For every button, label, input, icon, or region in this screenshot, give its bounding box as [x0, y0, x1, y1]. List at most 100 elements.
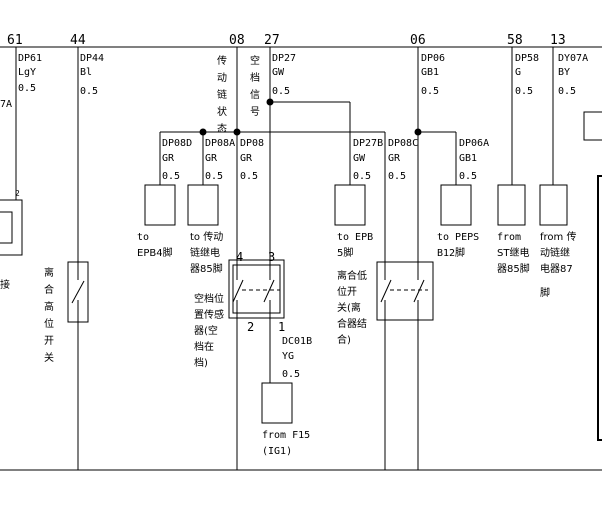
right-edge-module-bracket [597, 175, 602, 441]
neutral-sensor-label: 空档位 置传感 器(空 档在 档) [194, 292, 224, 369]
svg-text:档): 档) [194, 356, 208, 369]
wire-number-08: 08 [229, 33, 245, 48]
neutral-sensor-pin-1: 1 [278, 320, 285, 334]
wire-58-code: DP58 [515, 53, 539, 64]
wire-number-13: 13 [550, 33, 566, 48]
svg-text:状: 状 [217, 105, 227, 118]
wire-58-color: G [515, 67, 521, 78]
transmission-chain-label: 传 动 链 状 态 [217, 55, 227, 135]
dp08-color: GR [240, 153, 253, 164]
dest-st85-line3: 器85脚 [497, 262, 530, 275]
svg-text:态: 态 [217, 122, 227, 135]
wire-13-color: BY [558, 67, 570, 78]
clutch-low-switch-contact-left [380, 279, 392, 303]
dc01b-code: DC01B [282, 336, 312, 347]
dest-epb4-line1: to [137, 232, 149, 243]
dp06a-code: DP06A [459, 138, 489, 149]
svg-text:开: 开 [44, 336, 54, 347]
svg-text:离: 离 [44, 266, 54, 279]
wire-27-code: DP27 [272, 53, 296, 64]
neutral-sensor-pin-2: 2 [247, 320, 254, 334]
svg-text:链: 链 [217, 88, 227, 101]
wire-27-color: GW [272, 67, 285, 78]
connector-f15 [261, 382, 293, 424]
left-component-inner [0, 211, 13, 244]
dp08d-size: 0.5 [162, 171, 180, 182]
wire-13-size: 0.5 [558, 86, 576, 97]
connector-epb4 [144, 184, 176, 226]
connector-peps [440, 184, 472, 226]
wire-44-code: DP44 [80, 53, 104, 64]
dp08a-size: 0.5 [205, 171, 223, 182]
dest-relay85-line1: to 传动 [190, 231, 223, 243]
dest-st85-line1: from [497, 232, 521, 243]
dest-epb5-line2: 5脚 [337, 246, 353, 259]
svg-text:空档位: 空档位 [194, 292, 224, 305]
neutral-sensor-pin-3: 3 [268, 250, 275, 264]
wire-61-color: LgY [18, 67, 36, 78]
wire-number-27: 27 [264, 33, 280, 48]
neutral-signal-label: 空 档 信 号 [250, 54, 260, 118]
svg-text:合: 合 [44, 283, 54, 296]
connector-epb5 [334, 184, 366, 226]
neutral-sensor-contact-right [263, 279, 275, 303]
dest-epb4-line2: EPB4脚 [137, 246, 173, 259]
dest-peps-line2: B12脚 [437, 246, 465, 259]
neutral-sensor-inner-box [232, 264, 281, 314]
dp08-size: 0.5 [240, 171, 258, 182]
svg-text:置传感: 置传感 [194, 308, 224, 321]
wire-27-size: 0.5 [272, 86, 290, 97]
svg-text:空: 空 [250, 54, 260, 67]
wire-61-code: DP61 [18, 53, 42, 64]
dest-relay87-line4: 脚 [540, 286, 550, 299]
wire-58-size: 0.5 [515, 86, 533, 97]
dest-f15-line1: from F15 [262, 430, 310, 441]
svg-text:号: 号 [250, 106, 260, 118]
left-component-outline [0, 199, 23, 256]
dc01b-size: 0.5 [282, 369, 300, 380]
dp08a-code: DP08A [205, 138, 235, 149]
dest-epb5-line1: to EPB [337, 232, 373, 243]
svg-text:信: 信 [250, 89, 260, 101]
dp08c-code: DP08C [388, 138, 418, 149]
dp06a-size: 0.5 [459, 171, 477, 182]
svg-text:离合低: 离合低 [337, 269, 367, 282]
dp08-code: DP08 [240, 138, 264, 149]
left-pin-number: 2 [15, 189, 20, 198]
dp08d-color: GR [162, 153, 175, 164]
svg-text:传: 传 [217, 55, 227, 67]
left-edge-fragment: 7A [0, 99, 12, 110]
svg-text:动: 动 [217, 72, 227, 84]
svg-text:位开: 位开 [337, 285, 357, 298]
dp27b-color: GW [353, 153, 366, 164]
clutch-high-switch-label: 离 合 高 位 开 关 [44, 266, 54, 364]
svg-text:关: 关 [44, 351, 54, 364]
wire-44-color: Bl [80, 67, 92, 78]
dest-peps-line1: to PEPS [437, 232, 479, 243]
dp08c-size: 0.5 [388, 171, 406, 182]
dest-relay87-line2: 动链继 [540, 246, 570, 259]
dp08c-color: GR [388, 153, 401, 164]
svg-text:合器结: 合器结 [337, 317, 367, 330]
dp06a-color: GB1 [459, 153, 477, 164]
wire-06-size: 0.5 [421, 86, 439, 97]
neutral-sensor-outer-box [228, 259, 285, 319]
clutch-low-switch-contact-right [413, 279, 425, 303]
dp08d-code: DP08D [162, 138, 192, 149]
junction-dp08a [199, 128, 207, 136]
svg-text:高: 高 [44, 300, 54, 313]
svg-text:档在: 档在 [194, 340, 214, 353]
wire-number-61: 61 [7, 33, 23, 48]
left-edge-fragment-bottom: 接 [0, 278, 10, 291]
svg-text:器(空: 器(空 [194, 324, 218, 337]
right-edge-component [583, 111, 602, 141]
dp08a-color: GR [205, 153, 218, 164]
wire-44-size: 0.5 [80, 86, 98, 97]
wire-number-06: 06 [410, 33, 426, 48]
wire-06-color: GB1 [421, 67, 439, 78]
svg-text:关(离: 关(离 [337, 301, 361, 314]
connector-st85 [497, 184, 526, 226]
connector-relay85 [187, 184, 219, 226]
dest-relay85-line2: 链继电 [190, 246, 220, 259]
